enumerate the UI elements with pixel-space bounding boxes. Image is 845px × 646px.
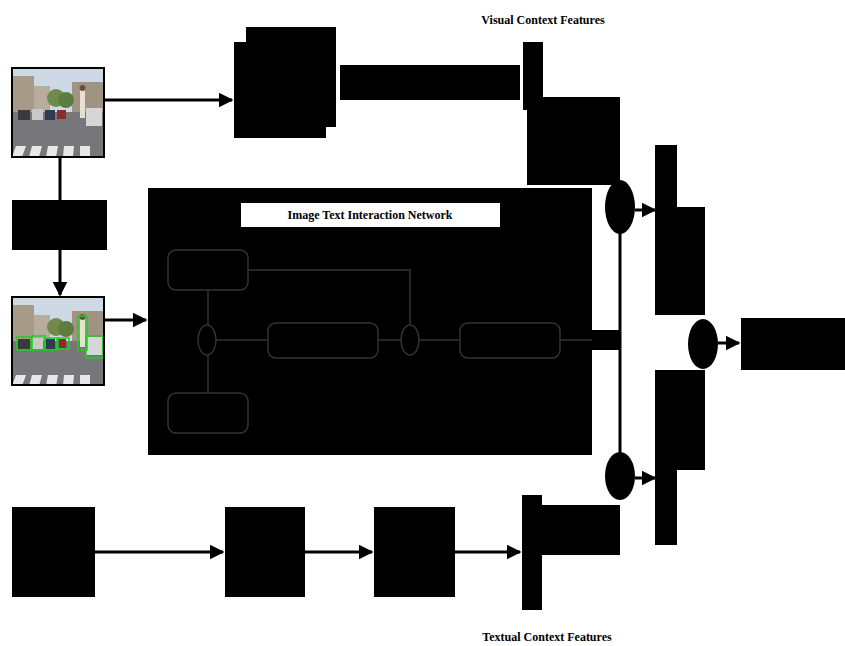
network-panel: Image Text Interaction Network	[148, 188, 592, 455]
feature-caption: Textual Context Features	[480, 630, 613, 644]
panel-title: Image Text Interaction Network	[241, 203, 500, 227]
feature-caption: Visual Context Features	[479, 13, 606, 27]
